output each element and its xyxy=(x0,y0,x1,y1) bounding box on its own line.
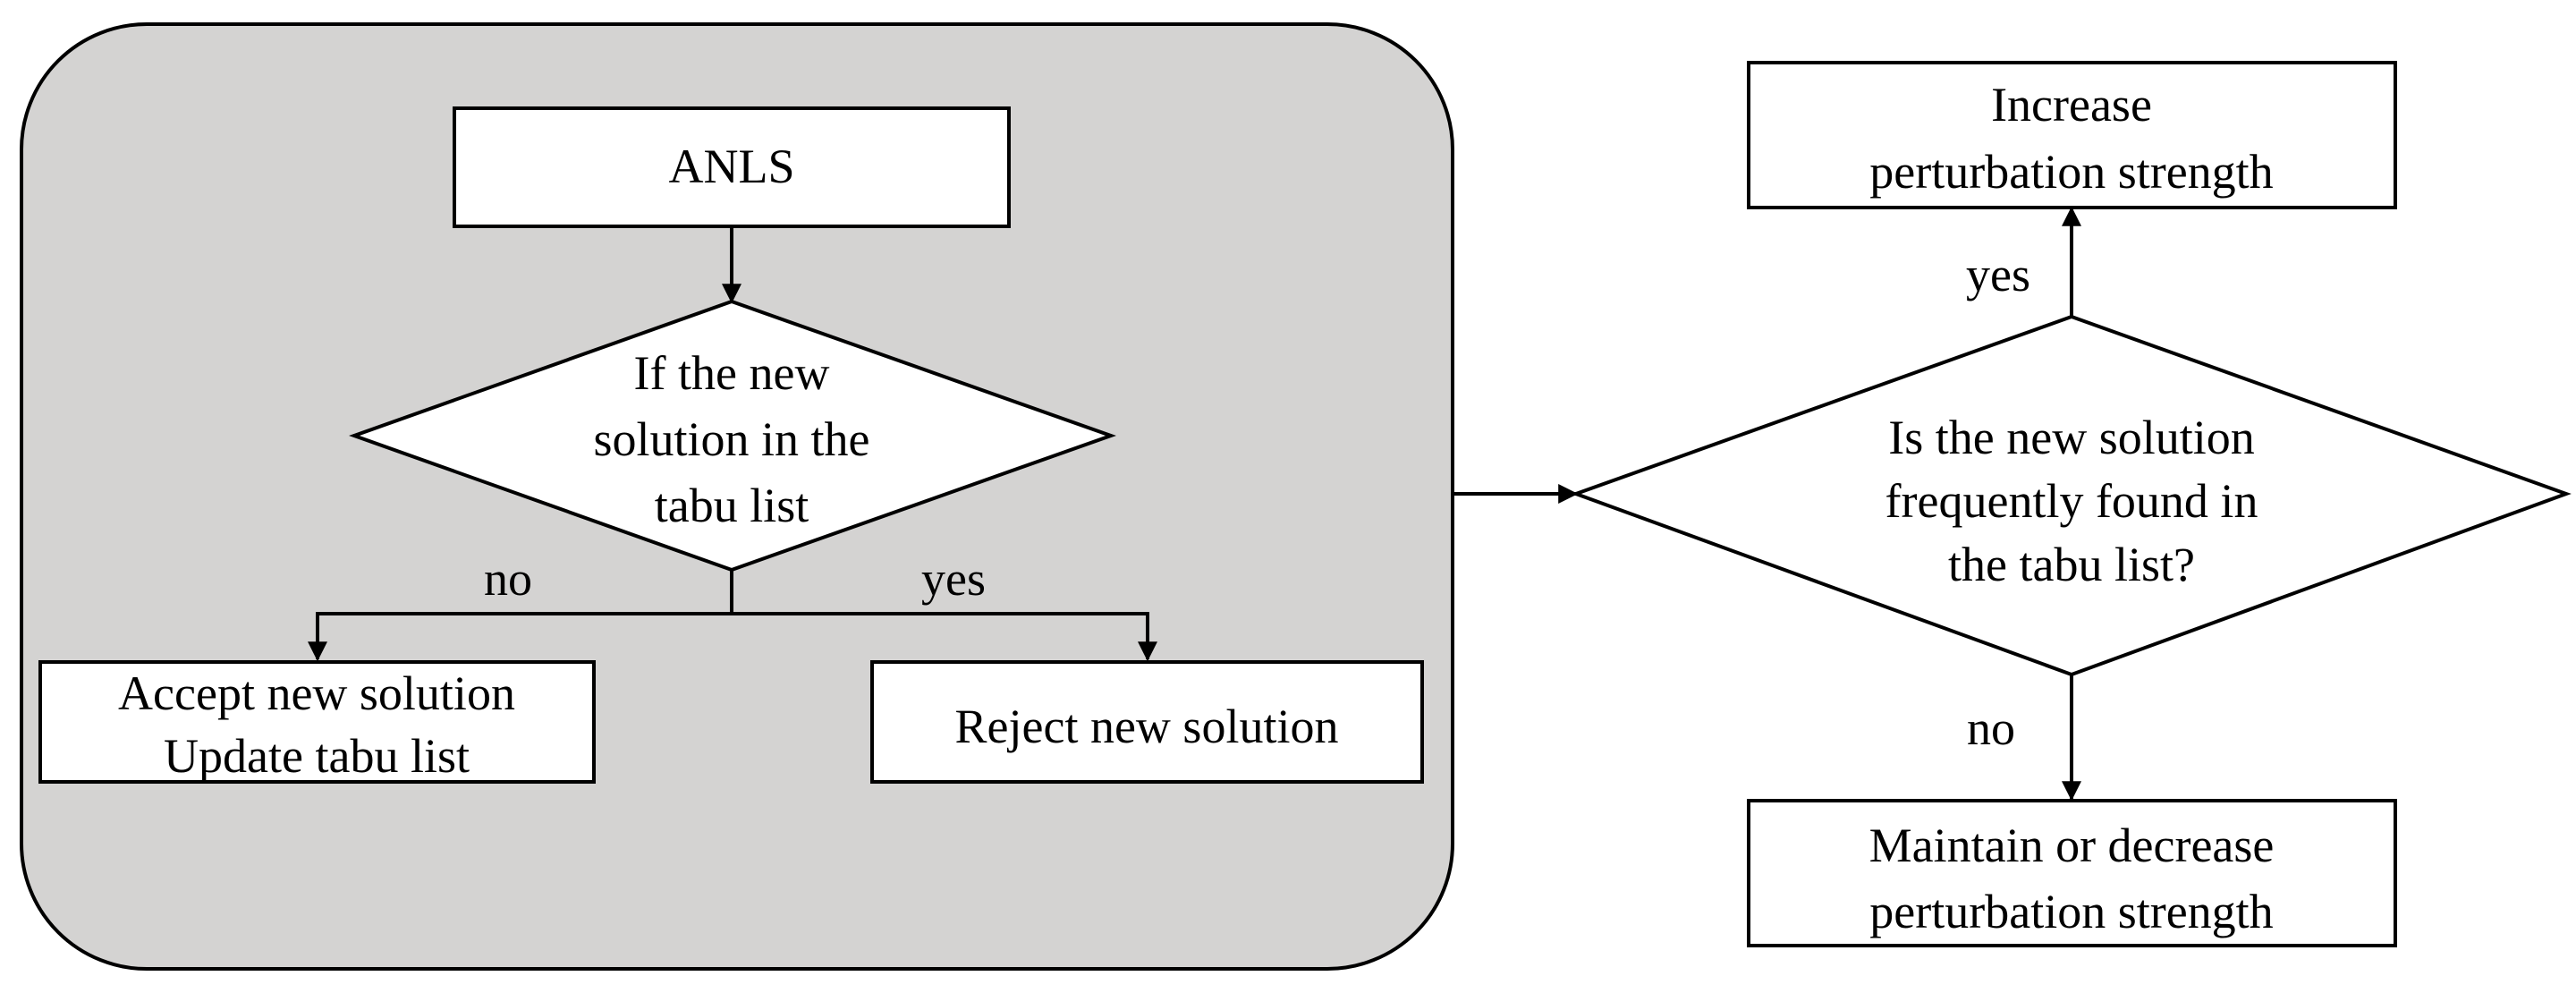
anls-label: ANLS xyxy=(668,140,794,193)
reject-label: Reject new solution xyxy=(955,700,1339,753)
maintain-line-2: perturbation strength xyxy=(1869,885,2273,938)
tabu-check-line-2: solution in the xyxy=(594,412,870,466)
increase-node: Increase perturbation strength xyxy=(1747,61,2397,209)
edge-label-yes: yes xyxy=(921,552,986,606)
maintain-line-1: Maintain or decrease xyxy=(1869,819,2275,872)
increase-line-2: perturbation strength xyxy=(1869,145,2273,199)
increase-line-1: Increase xyxy=(1991,78,2152,132)
reject-node: Reject new solution xyxy=(870,660,1424,784)
edge-label-yes-right: yes xyxy=(1966,248,2030,301)
edge-label-no: no xyxy=(484,552,532,606)
edge-label-no-right: no xyxy=(1967,701,2015,755)
frequency-check-line-3: the tabu list? xyxy=(1948,538,2195,591)
accept-node: Accept new solution Update tabu list xyxy=(38,660,596,784)
maintain-node: Maintain or decrease perturbation streng… xyxy=(1747,799,2397,947)
accept-line-2: Update tabu list xyxy=(164,729,470,783)
frequency-check-line-1: Is the new solution xyxy=(1888,411,2254,464)
edge-tabu-check-split xyxy=(308,570,1157,662)
tabu-check-node: If the new solution in the tabu list xyxy=(349,299,1116,573)
tabu-check-line-1: If the new xyxy=(634,346,830,400)
accept-line-1: Accept new solution xyxy=(118,666,515,720)
frequency-check-node: Is the new solution frequently found in … xyxy=(1571,314,2572,677)
anls-node: ANLS xyxy=(453,106,1011,228)
tabu-check-line-3: tabu list xyxy=(655,479,809,532)
frequency-check-line-2: frequently found in xyxy=(1885,474,2258,528)
